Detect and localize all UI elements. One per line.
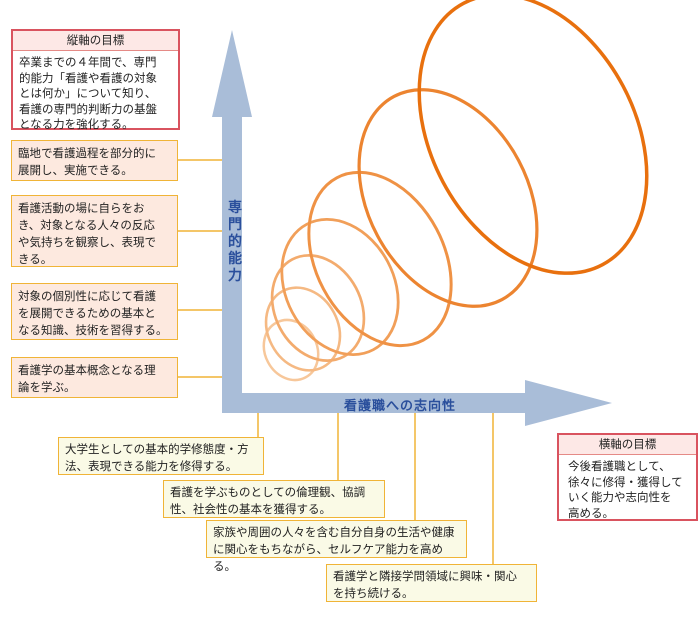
horizontal-goal-box: 横軸の目標 今後看護職として、 徐々に修得・獲得して いく能力や志向性を 高める… [557, 433, 698, 521]
vertical-item-box: 看護学の基本概念となる理 論を学ぶ。 [11, 357, 178, 398]
horizontal-axis-label: 看護職への志向性 [343, 399, 456, 414]
item-text-line: 看護活動の場に自らをお [18, 201, 145, 215]
goal-text-line: 卒業までの４年間で、専門 [19, 55, 157, 69]
axis-label-char: 能 [228, 251, 242, 267]
goal-text-line: 高める。 [568, 505, 614, 520]
axis-label-char: 門 [228, 217, 242, 233]
goal-text-line: とは何か」について知り、 [19, 86, 157, 100]
spiral-ring [270, 254, 366, 362]
item-text-line: き、対象となる人々の反応 [18, 218, 155, 232]
spiral-ring [280, 217, 400, 357]
axis-label-char: 専 [228, 200, 242, 216]
horizontal-goal-title: 横軸の目標 [559, 435, 696, 455]
vertical-item-box: 臨地で看護過程を部分的に 展開し、実施できる。 [11, 140, 178, 181]
vertical-goal-box: 縦軸の目標 卒業までの４年間で、専門 的能力「看護や看護の対象 とは何か」につい… [11, 29, 180, 131]
item-text-line: 臨地で看護過程を部分的に [18, 146, 156, 160]
spiral-graphic [262, 0, 649, 382]
item-text-line: 展開し、実施できる。 [18, 163, 133, 177]
vertical-goal-title: 縦軸の目標 [13, 31, 178, 51]
item-text-line: を展開できるための基本と [18, 306, 156, 320]
vertical-axis-label: 専 門 的 能 力 [226, 200, 244, 285]
item-text-line: を持ち続ける。 [333, 586, 414, 600]
goal-text-line: 徐々に修得・獲得して [568, 474, 683, 489]
axis-label-char: 的 [228, 234, 242, 250]
horizontal-item-box: 看護学と隣接学問領域に興味・関心 を持ち続ける。 [326, 564, 537, 602]
horizontal-item-box: 看護を学ぶものとしての倫理観、協調 性、社会性の基本を獲得する。 [163, 480, 385, 518]
goal-text-line: 看護の専門的判断力の基盤 [19, 101, 157, 116]
item-text-line: 性、社会性の基本を獲得する。 [170, 502, 331, 516]
item-text-line: 家族や周囲の人々を含む自分自身の生活や健康 [213, 525, 455, 539]
goal-text-line: となる力を強化する。 [19, 117, 134, 131]
horizontal-axis-arrow [222, 380, 612, 426]
spiral-ring [417, 0, 649, 275]
item-text-line: に関心をもちながら、セルフケア能力を高める。 [213, 542, 443, 573]
horizontal-connectors [257, 413, 494, 567]
item-text-line: きる。 [18, 252, 53, 266]
vertical-axis-arrow [212, 30, 252, 413]
spiral-ring [307, 170, 453, 348]
vertical-goal-text: 卒業までの４年間で、専門 的能力「看護や看護の対象 とは何か」について知り、 看… [13, 51, 178, 137]
spiral-ring [357, 88, 539, 308]
horizontal-item-box: 家族や周囲の人々を含む自分自身の生活や健康 に関心をもちながら、セルフケア能力を… [206, 520, 467, 573]
item-text-line: 対象の個別性に応じて看護 [18, 289, 156, 303]
vertical-item-box: 対象の個別性に応じて看護 を展開できるための基本と なる知識、技術を習得する。 [11, 283, 178, 340]
vertical-connectors [178, 159, 222, 378]
item-text-line: 看護学の基本概念となる理 [18, 363, 156, 377]
item-text-line: なる知識、技術を習得する。 [18, 323, 168, 337]
item-text-line: 看護学と隣接学問領域に興味・関心 [333, 569, 517, 583]
item-text-line: 看護を学ぶものとしての倫理観、協調 [170, 485, 366, 499]
goal-text-line: いく能力や志向性を [568, 490, 672, 504]
item-text-line: 大学生としての基本的学修態度・方 [65, 442, 249, 456]
goal-text-line: 的能力「看護や看護の対象 [19, 70, 157, 85]
horizontal-item-box: 大学生としての基本的学修態度・方 法、表現できる能力を修得する。 [58, 437, 264, 475]
vertical-item-box: 看護活動の場に自らをお き、対象となる人々の反応 や気持ちを観察し、表現で きる… [11, 195, 178, 267]
item-text-line: 法、表現できる能力を修得する。 [65, 459, 238, 473]
item-text-line: や気持ちを観察し、表現で [18, 235, 156, 249]
item-text-line: 論を学ぶ。 [18, 380, 76, 394]
goal-text-line: 今後看護職として、 [568, 459, 671, 473]
axis-label-char: 力 [228, 268, 242, 284]
horizontal-goal-text: 今後看護職として、 徐々に修得・獲得して いく能力や志向性を 高める。 [559, 455, 696, 525]
